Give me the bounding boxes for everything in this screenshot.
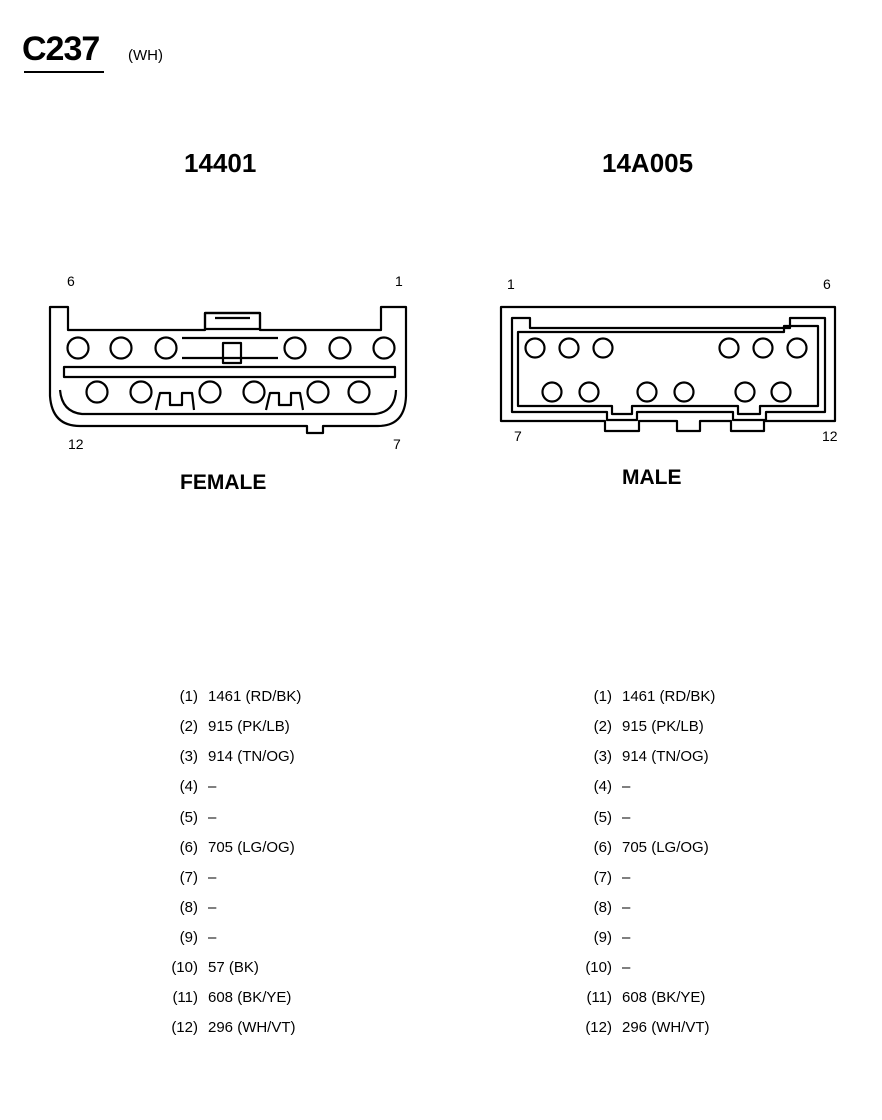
title-underline <box>24 71 104 73</box>
female-pin-label-top-left: 6 <box>67 273 75 289</box>
male-pin-label-top-left: 1 <box>507 276 515 292</box>
male-pin-label-bottom-right: 12 <box>822 428 838 444</box>
female-gender-label: FEMALE <box>180 471 267 494</box>
female-pin-label-bottom-right: 7 <box>393 436 401 452</box>
male-gender-label: MALE <box>622 466 682 489</box>
male-pin-cavities <box>524 337 808 403</box>
female-part-number: 14401 <box>184 148 257 178</box>
female-pin-cavities <box>66 336 396 404</box>
connector-color-code: (WH) <box>128 47 163 64</box>
female-pin-label-bottom-left: 12 <box>68 436 84 452</box>
male-part-number: 14A005 <box>602 148 694 178</box>
connector-id: C237 <box>22 30 100 68</box>
female-pin-label-top-right: 1 <box>395 273 403 289</box>
male-pin-label-bottom-left: 7 <box>514 428 522 444</box>
male-pin-label-top-right: 6 <box>823 276 831 292</box>
